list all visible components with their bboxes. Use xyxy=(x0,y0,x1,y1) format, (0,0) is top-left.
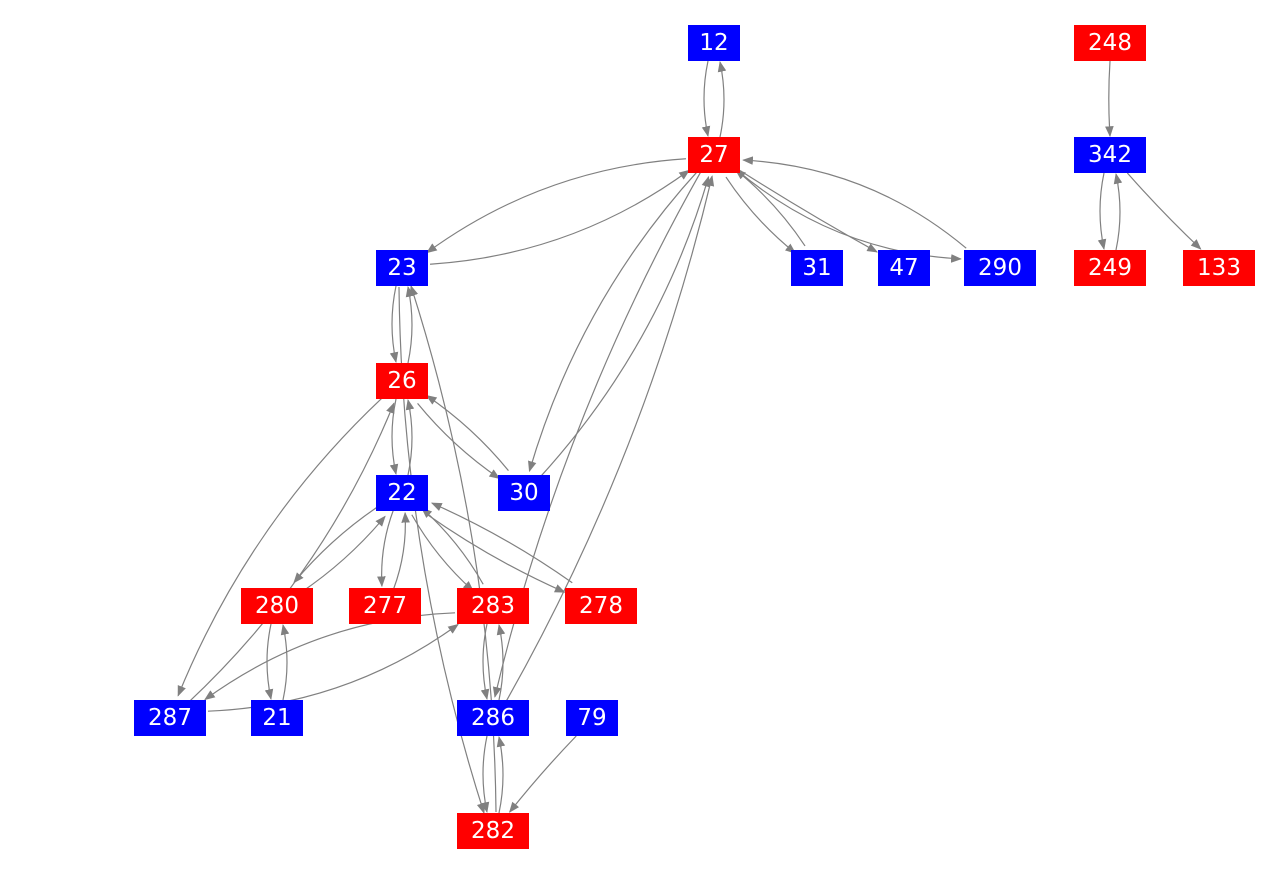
node-249[interactable]: 249 xyxy=(1074,250,1146,286)
edge-27-to-47 xyxy=(739,169,878,253)
edge-26-to-30 xyxy=(417,403,501,480)
node-248[interactable]: 248 xyxy=(1074,25,1146,61)
node-282[interactable]: 282 xyxy=(457,813,529,849)
node-label: 290 xyxy=(978,255,1022,281)
node-label: 280 xyxy=(255,593,299,619)
edge-342-to-249 xyxy=(1097,172,1107,251)
edge-290-to-27 xyxy=(742,156,967,249)
node-30[interactable]: 30 xyxy=(498,475,550,511)
node-290[interactable]: 290 xyxy=(964,250,1036,286)
node-label: 27 xyxy=(699,142,729,168)
node-277[interactable]: 277 xyxy=(349,588,421,624)
edge-283-to-287 xyxy=(204,612,456,701)
edge-30-to-26 xyxy=(425,394,509,471)
edge-249-to-342 xyxy=(1113,172,1123,251)
node-label: 23 xyxy=(387,255,417,281)
edge-27-to-31 xyxy=(725,176,797,254)
node-278[interactable]: 278 xyxy=(565,588,637,624)
node-31[interactable]: 31 xyxy=(791,250,843,286)
edge-26-to-287 xyxy=(177,395,386,697)
edge-27-to-290 xyxy=(737,170,962,263)
edge-278-to-22 xyxy=(430,502,573,584)
edge-277-to-22 xyxy=(393,511,410,590)
node-287[interactable]: 287 xyxy=(134,700,206,736)
node-label: 30 xyxy=(509,480,539,506)
edge-22-to-278 xyxy=(424,512,566,593)
edge-282-to-23 xyxy=(409,285,497,813)
edge-21-to-280 xyxy=(280,623,290,701)
node-label: 283 xyxy=(471,593,515,619)
node-12[interactable]: 12 xyxy=(688,25,740,61)
edge-286-to-27 xyxy=(505,175,715,703)
node-label: 47 xyxy=(889,255,919,281)
edge-287-to-283 xyxy=(207,623,459,712)
node-label: 21 xyxy=(262,705,292,731)
edge-286-to-283 xyxy=(496,623,506,701)
node-label: 26 xyxy=(387,368,417,394)
node-47[interactable]: 47 xyxy=(878,250,930,286)
node-280[interactable]: 280 xyxy=(241,588,313,624)
node-label: 248 xyxy=(1088,30,1132,56)
edge-22-to-283 xyxy=(411,514,474,592)
edge-22-to-26 xyxy=(405,398,415,476)
edge-283-to-22 xyxy=(421,507,484,585)
edge-283-to-286 xyxy=(480,623,490,701)
node-label: 31 xyxy=(802,255,832,281)
edge-30-to-27 xyxy=(538,175,710,479)
node-79[interactable]: 79 xyxy=(566,700,618,736)
edge-26-to-23 xyxy=(405,285,415,364)
node-133[interactable]: 133 xyxy=(1183,250,1255,286)
edge-12-to-27 xyxy=(701,60,711,138)
node-label: 277 xyxy=(363,593,407,619)
node-label: 282 xyxy=(471,818,515,844)
node-286[interactable]: 286 xyxy=(457,700,529,736)
edge-23-to-26 xyxy=(389,285,399,364)
edge-286-to-282 xyxy=(480,735,490,814)
edge-31-to-27 xyxy=(734,169,806,247)
node-label: 287 xyxy=(148,705,192,731)
edge-27-to-12 xyxy=(717,60,727,138)
edge-79-to-282 xyxy=(508,735,577,813)
node-label: 249 xyxy=(1088,255,1132,281)
node-23[interactable]: 23 xyxy=(376,250,428,286)
edge-26-to-22 xyxy=(389,398,399,476)
edge-282-to-286 xyxy=(496,735,506,814)
node-label: 12 xyxy=(699,30,729,56)
node-22[interactable]: 22 xyxy=(376,475,428,511)
edge-248-to-342 xyxy=(1105,60,1114,138)
node-283[interactable]: 283 xyxy=(457,588,529,624)
node-label: 79 xyxy=(577,705,607,731)
node-27[interactable]: 27 xyxy=(688,137,740,173)
node-label: 278 xyxy=(579,593,623,619)
node-342[interactable]: 342 xyxy=(1074,137,1146,173)
edge-22-to-280 xyxy=(293,506,379,584)
node-label: 133 xyxy=(1197,255,1241,281)
edge-27-to-30 xyxy=(528,169,700,473)
edge-23-to-27 xyxy=(430,169,690,265)
node-26[interactable]: 26 xyxy=(376,363,428,399)
node-label: 286 xyxy=(471,705,515,731)
node-label: 22 xyxy=(387,480,417,506)
edge-287-to-26 xyxy=(186,402,395,704)
node-label: 342 xyxy=(1088,142,1132,168)
node-21[interactable]: 21 xyxy=(251,700,303,736)
edge-280-to-22 xyxy=(300,515,386,593)
edge-27-to-23 xyxy=(426,158,686,254)
edge-342-to-133 xyxy=(1126,172,1202,250)
edge-22-to-277 xyxy=(377,509,394,588)
edge-23-to-282 xyxy=(398,286,486,814)
